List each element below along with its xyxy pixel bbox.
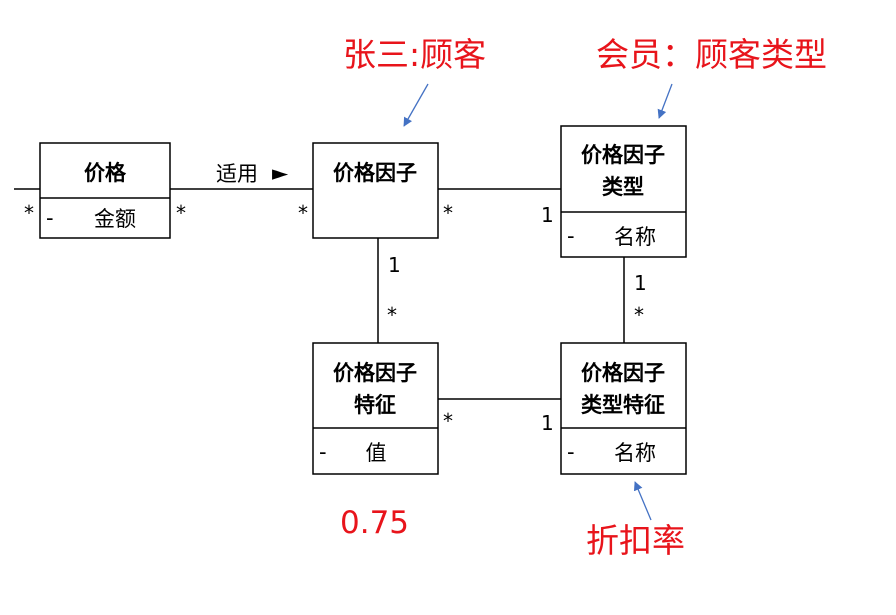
class-price-factor-type-feature-name-2: 类型特征 bbox=[581, 393, 665, 417]
association-applies-label: 适用 bbox=[216, 162, 258, 186]
class-price-attr: 金额 bbox=[94, 207, 136, 231]
annotation-value: 0.75 bbox=[340, 505, 409, 541]
association-applies-direction-icon: ► bbox=[272, 161, 289, 185]
multiplicity-feature-top: * bbox=[387, 303, 397, 327]
annotation-member: 会员：顾客类型 bbox=[596, 35, 827, 74]
class-price-factor-type-feature-attr-visibility: - bbox=[567, 440, 575, 464]
annotation-discount: 折扣率 bbox=[586, 521, 685, 560]
class-price-factor-feature-attr-visibility: - bbox=[319, 440, 327, 464]
class-price-factor-type-feature-attr: 名称 bbox=[614, 441, 656, 465]
class-price-factor-type-attr: 名称 bbox=[614, 225, 656, 249]
multiplicity-factor-bottom: 1 bbox=[388, 253, 401, 277]
pointer-arrow-icon-discount bbox=[633, 481, 652, 521]
multiplicity-price-left: * bbox=[24, 201, 34, 225]
pointer-arrow-icon-zhangsan bbox=[403, 83, 429, 127]
class-price-factor-type[interactable]: 价格因子 类型 - 名称 bbox=[560, 125, 687, 258]
class-price-name: 价格 bbox=[84, 161, 127, 185]
multiplicity-factor-left: * bbox=[298, 201, 308, 225]
multiplicity-type-bottom: 1 bbox=[634, 271, 647, 295]
class-price-factor-type-name-2: 类型 bbox=[602, 175, 644, 199]
class-price-factor-feature-name-1: 价格因子 bbox=[333, 361, 417, 385]
class-price-factor-feature[interactable]: 价格因子 特征 - 值 bbox=[312, 342, 439, 475]
multiplicity-feature-right: * bbox=[443, 409, 453, 433]
class-price-factor-name: 价格因子 bbox=[333, 161, 417, 185]
multiplicity-type-feature-top: * bbox=[634, 303, 644, 327]
class-price-factor-type-feature[interactable]: 价格因子 类型特征 - 名称 bbox=[560, 342, 687, 475]
class-price[interactable]: 价格 - 金额 bbox=[39, 142, 171, 239]
class-price-factor-type-name-1: 价格因子 bbox=[581, 143, 665, 167]
class-price-attr-visibility: - bbox=[46, 206, 54, 230]
multiplicity-type-left: 1 bbox=[541, 203, 554, 227]
class-price-factor-type-feature-name-1: 价格因子 bbox=[581, 361, 665, 385]
class-price-factor-feature-name-2: 特征 bbox=[354, 393, 396, 417]
pointer-arrow-icon-member bbox=[657, 83, 673, 119]
annotation-zhangsan: 张三:顾客 bbox=[343, 35, 486, 74]
multiplicity-factor-right: * bbox=[443, 201, 453, 225]
class-price-factor-type-attr-visibility: - bbox=[567, 224, 575, 248]
multiplicity-type-feature-left: 1 bbox=[541, 411, 554, 435]
class-price-factor[interactable]: 价格因子 bbox=[312, 142, 439, 239]
class-price-factor-feature-attr: 值 bbox=[366, 441, 387, 465]
multiplicity-price-right: * bbox=[176, 201, 186, 225]
